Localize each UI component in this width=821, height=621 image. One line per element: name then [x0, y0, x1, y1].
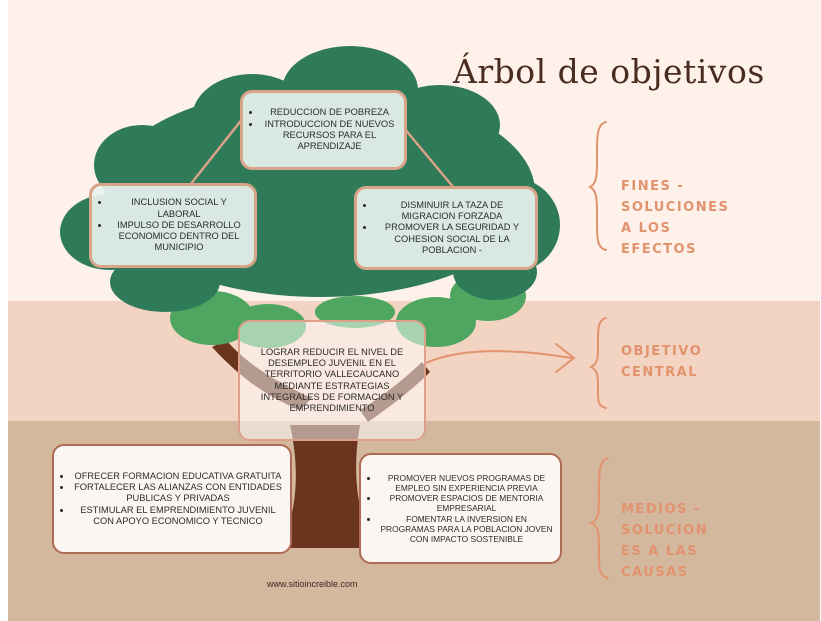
- label-fines: FINES - SOLUCIONES A LOS EFECTOS: [621, 176, 729, 260]
- label-line: SOLUCIONES: [621, 200, 730, 215]
- page-title: Árbol de objetivos: [453, 52, 765, 91]
- box-fines-right: DISMINUIR LA TAZA DE MIGRACION FORZADA P…: [354, 186, 538, 270]
- list-item: ESTIMULAR EL EMPRENDIMIENTO JUVENIL CON …: [72, 505, 284, 528]
- label-line: ES A LAS: [621, 544, 699, 559]
- label-line: FINES -: [621, 179, 685, 194]
- brace-fines: [587, 121, 607, 251]
- list-item: REDUCCION DE POBREZA: [261, 107, 398, 118]
- box-objetivo-central: LOGRAR REDUCIR EL NIVEL DE DESEMPLEO JUV…: [238, 320, 426, 441]
- brace-medios: [588, 457, 609, 579]
- website-url: www.sitioincreible.com: [267, 579, 358, 589]
- brace-objetivo: [588, 317, 607, 409]
- label-line: EFECTOS: [621, 242, 697, 257]
- box-medios-left: OFRECER FORMACION EDUCATIVA GRATUITA FOR…: [52, 444, 292, 554]
- list-item: FOMENTAR LA INVERSION EN PROGRAMAS PARA …: [379, 514, 554, 545]
- label-line: SOLUCION: [621, 523, 709, 538]
- box-fines-left: INCLUSION SOCIAL Y LABORAL IMPULSO DE DE…: [89, 183, 257, 268]
- label-line: MEDIOS -: [621, 502, 701, 517]
- list-item: PROMOVER NUEVOS PROGRAMAS DE EMPLEO SIN …: [379, 473, 554, 494]
- list-item: DISMINUIR LA TAZA DE MIGRACION FORZADA: [375, 200, 529, 223]
- list-item: INTRODUCCION DE NUEVOS RECURSOS PARA EL …: [261, 119, 398, 153]
- list-item: IMPULSO DE DESARROLLO ECONOMICO DENTRO D…: [110, 220, 248, 254]
- label-line: CENTRAL: [621, 365, 699, 380]
- arrow-to-objetivo: [425, 343, 576, 373]
- connector-lines: [189, 117, 455, 189]
- list-item: PROMOVER ESPACIOS DE MENTORIA EMPRESARIA…: [379, 493, 554, 514]
- box-medios-right: PROMOVER NUEVOS PROGRAMAS DE EMPLEO SIN …: [359, 453, 562, 564]
- box-fines-top: REDUCCION DE POBREZA INTRODUCCION DE NUE…: [240, 90, 407, 170]
- list-item: PROMOVER LA SEGURIDAD Y COHESION SOCIAL …: [375, 222, 529, 256]
- label-medios: MEDIOS - SOLUCION ES A LAS CAUSAS: [621, 499, 708, 583]
- list-item: INCLUSION SOCIAL Y LABORAL: [110, 197, 248, 220]
- list-item: FORTALECER LAS ALIANZAS CON ENTIDADES PU…: [72, 482, 284, 505]
- list-item: OFRECER FORMACION EDUCATIVA GRATUITA: [72, 471, 284, 482]
- label-line: OBJETIVO: [621, 344, 703, 359]
- label-line: A LOS: [621, 221, 672, 236]
- label-objetivo: OBJETIVO CENTRAL: [621, 341, 702, 383]
- label-line: CAUSAS: [621, 565, 689, 580]
